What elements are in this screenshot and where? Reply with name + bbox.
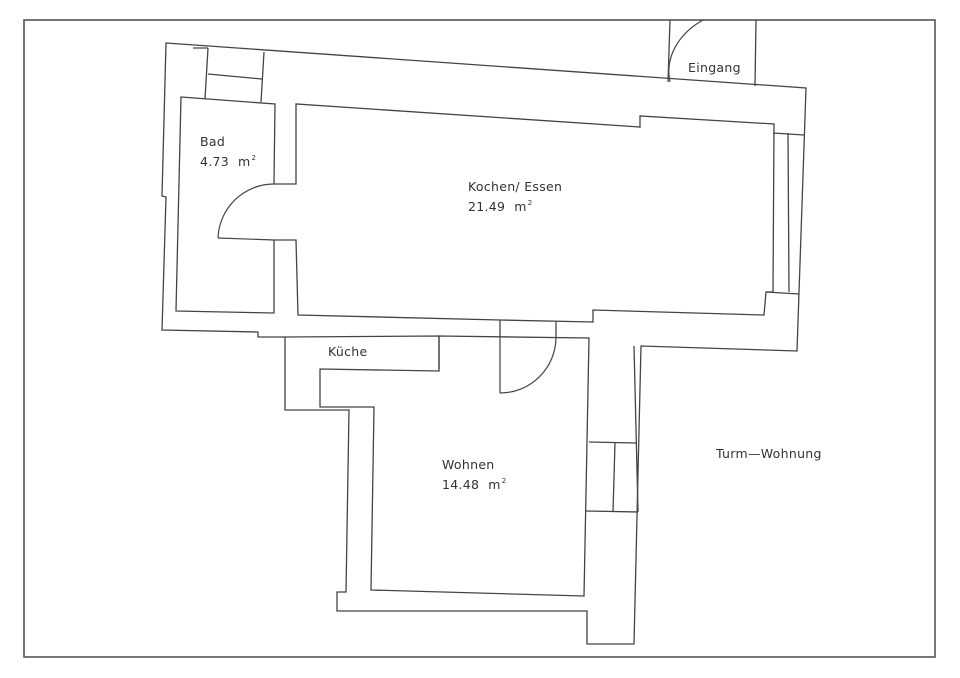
right-junction-wall <box>633 345 639 513</box>
eingang-wall <box>667 19 757 87</box>
bad-door-swing-arc <box>217 183 275 239</box>
room-name: Bad <box>200 134 226 149</box>
window-top-left <box>193 47 265 103</box>
eingang-label: Eingang <box>688 60 741 75</box>
doors <box>217 19 704 394</box>
window-wohnen <box>585 441 639 513</box>
kochen-wohnen-wall <box>499 320 557 338</box>
eingang-door-swing-arc <box>668 19 704 83</box>
wohnen-door-swing-arc <box>499 337 557 394</box>
window-right <box>765 132 805 295</box>
drawing-frame <box>23 19 936 658</box>
kochen-bad-inner-wall <box>175 96 775 323</box>
room-name: Küche <box>328 344 368 359</box>
walls <box>161 19 807 645</box>
outer-wall <box>161 42 807 645</box>
drawing-title: Turm—Wohnung <box>716 446 822 461</box>
kueche-counter <box>284 335 440 369</box>
room-name: Wohnen <box>442 457 495 472</box>
room-name: Kochen/ Essen <box>468 179 563 194</box>
bad-door-leaf <box>217 237 275 241</box>
room-label-kueche: Küche <box>328 344 367 360</box>
